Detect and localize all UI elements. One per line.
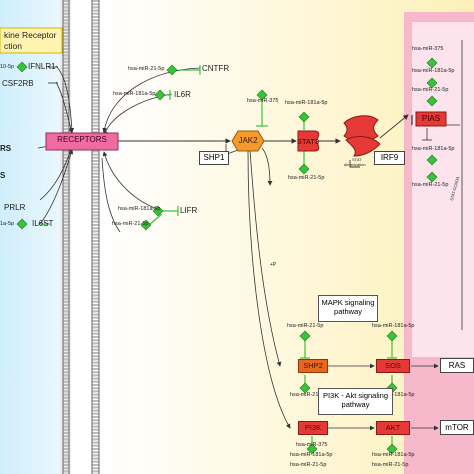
title-line2: ction: [4, 41, 22, 51]
gene-rs: RS: [0, 144, 12, 153]
gene-cntfr: CNTFR: [202, 64, 230, 73]
left-mirna-top: 10-5p: [0, 64, 15, 70]
mirna-stat3-top: hsa-miR-181a-5p: [285, 100, 328, 106]
akt-box: AKT: [376, 421, 410, 435]
mirna-inhibition-lines: [38, 65, 397, 450]
mirna-il6r: hsa-miR-181a-5p: [113, 91, 156, 97]
extracellular-region: [0, 0, 60, 474]
mirna-pias-4: hsa-miR-181a-5p: [412, 146, 455, 152]
gene-lifr: LIFR: [180, 206, 198, 215]
gene-csf2rb: CSF2RB: [2, 79, 34, 88]
pi3k-box: PI3K: [298, 421, 328, 435]
shp2-box: SHP2: [298, 359, 328, 373]
mirna-pi3k-3: hsa-miR-21-5p: [290, 462, 327, 468]
pias-box: [415, 111, 447, 127]
mirna-pias-3: hsa-miR-21-5p: [412, 87, 449, 93]
mirna-pias-1: hsa-miR-375: [412, 46, 444, 52]
mirna-lifr-1: hsa-miR-181a-5p: [118, 206, 161, 212]
mirna-akt-2: hsa-miR-21-5p: [372, 462, 409, 468]
receptors-box: [45, 132, 119, 151]
stat3-node: [297, 130, 320, 152]
gene-il6st: IL6ST: [32, 219, 54, 228]
stat-dimer-label-2: dimerization: [344, 162, 366, 167]
phospho-label: +P: [270, 262, 277, 268]
gene-il6r: IL6R: [174, 90, 191, 99]
mirna-diamonds: [16, 57, 438, 455]
nucleus-arrows: [422, 40, 463, 330]
mirna-jak2: hsa-miR-375: [247, 98, 279, 104]
mirna-pias-5: hsa-miR-21-5p: [412, 182, 449, 188]
main-flow-arrows: [118, 114, 413, 168]
irf9-box: IRF9: [374, 151, 405, 165]
title-line1: kine Receptor: [4, 30, 57, 40]
left-mirna-bottom: 1a-5p: [0, 221, 15, 227]
gene-ifnlr1: IFNLR1: [28, 62, 56, 71]
gene-prlr: PRLR: [4, 203, 26, 212]
sos-box: SOS: [376, 359, 410, 373]
shp1-box: SHP1: [199, 151, 229, 165]
mtor-box: mTOR: [440, 420, 474, 435]
jak2-downstream-arrows: [247, 147, 439, 431]
pias-label: PIAS: [421, 114, 441, 123]
jak2-node: [231, 130, 265, 152]
mirna-cntfr: hsa-miR-21-5p: [128, 66, 165, 72]
jak2-label: JAK2: [238, 136, 258, 145]
mirna-akt-1: hsa-miR-181a-5p: [372, 452, 415, 458]
mirna-shp2-2: hsa-miR-21-5p: [290, 392, 327, 398]
stat-dimer-icon: [343, 115, 381, 157]
stat3-label: STAT3: [296, 137, 320, 146]
title-box: [0, 27, 63, 54]
receptors-label: RECEPTORS: [57, 135, 107, 144]
mirna-pias-2: hsa-miR-181a-5p: [412, 68, 455, 74]
ras-box: RAS: [440, 358, 474, 373]
cell-membrane: [62, 0, 100, 474]
pi3k-pathway-box: PI3K - Akt signaling pathway: [318, 388, 393, 415]
mirna-pi3k-1: hsa-miR-375: [296, 442, 328, 448]
mirna-lifr-2: hsa-miR-21-5p: [112, 221, 149, 227]
mirna-sos-1: hsa-miR-181a-5p: [372, 323, 415, 329]
gene-s: S: [0, 171, 6, 180]
mirna-pi3k-2: hsa-miR-181a-5p: [290, 452, 333, 458]
mapk-pathway-box: MAPK signaling pathway: [318, 295, 378, 322]
mirna-stat3-bottom: hsa-miR-21-5p: [288, 175, 325, 181]
mirna-shp2-1: hsa-miR-21-5p: [287, 323, 324, 329]
nucleus-inner: [412, 22, 474, 357]
stat-dimer-label-1: STAT: [352, 157, 362, 162]
mirna-sos-2: hsa-miR-181a-5p: [372, 392, 415, 398]
